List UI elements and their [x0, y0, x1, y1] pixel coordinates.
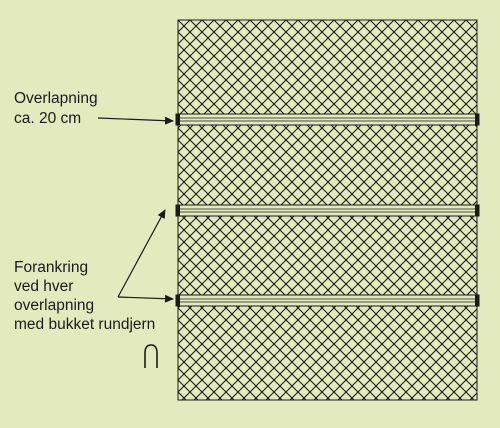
anchor-clip-right-3: [475, 295, 479, 306]
overlap-arrow: [97, 116, 174, 125]
anchor-label-line3: overlapning: [14, 297, 94, 314]
anchor-clip-left-2: [176, 205, 180, 216]
anchor-arrow-right: [117, 294, 174, 303]
anchor-label-line2: ved hver: [14, 278, 73, 295]
anchor-clip-right-1: [475, 114, 479, 125]
overlap-band-2: [175, 204, 480, 217]
bent-rebar-staple-icon: [144, 344, 158, 368]
anchor-clip-right-2: [475, 205, 479, 216]
anchor-label-line1: Forankring: [14, 259, 88, 276]
overlap-band-1: [175, 113, 480, 126]
overlap-label-line2: ca. 20 cm: [14, 110, 81, 127]
overlap-label-line1: Overlapning: [14, 90, 98, 107]
anchor-clip-left-3: [176, 295, 180, 306]
overlap-band-3: [175, 294, 480, 307]
anchor-arrow-up: [117, 209, 166, 298]
anchor-label-line4: med bukket rundjern: [14, 316, 155, 333]
anchor-clip-left-1: [176, 114, 180, 125]
